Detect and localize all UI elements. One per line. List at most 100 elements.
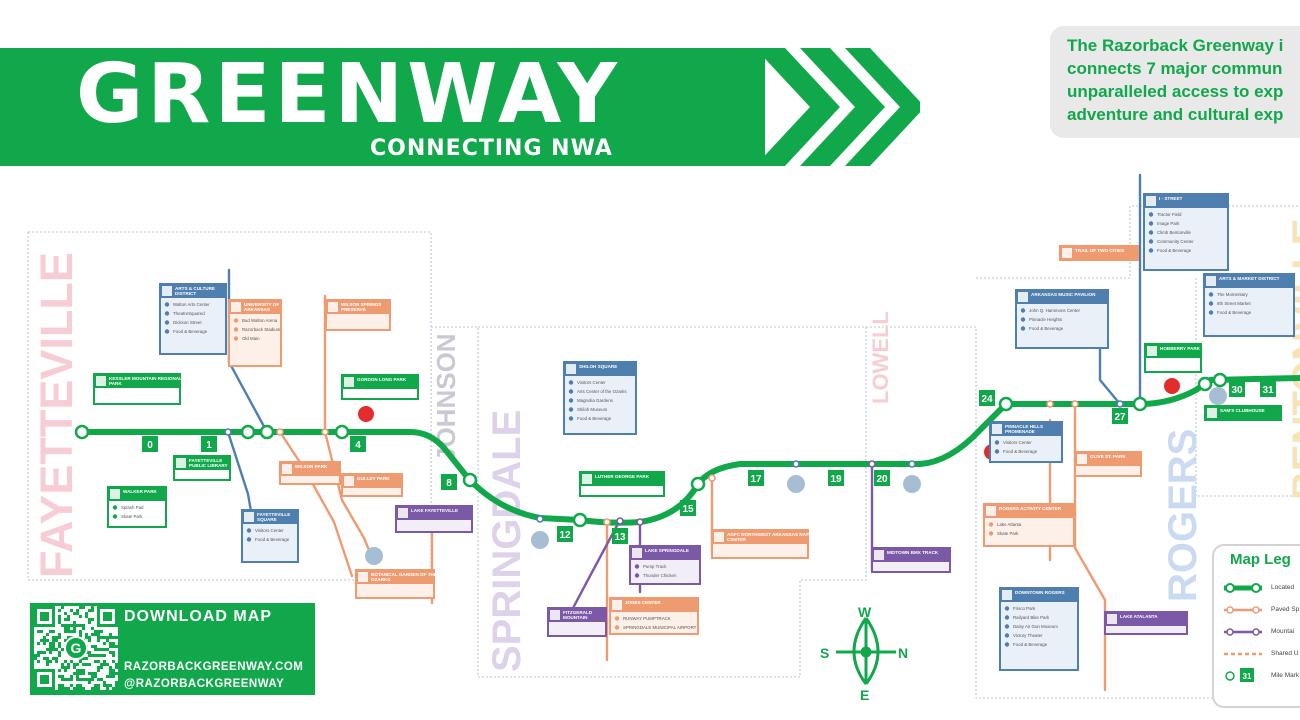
info-line: The Razorback Greenway i [1067,36,1284,55]
svg-text:Thunder Chicken: Thunder Chicken [643,573,677,578]
mile-marker: 24 [979,390,995,406]
svg-text:Food & Beverage: Food & Beverage [1217,310,1252,315]
mile-marker: 19 [828,470,844,486]
svg-text:LAKE SPRINGDALE: LAKE SPRINGDALE [645,548,689,553]
svg-text:12: 12 [559,530,571,541]
svg-text:TheatreSquared: TheatreSquared [173,311,205,316]
svg-text:Climb Bentonville: Climb Bentonville [1157,230,1191,235]
svg-text:8th Street Market: 8th Street Market [1217,301,1251,306]
svg-text:Dickson Street: Dickson Street [173,320,202,325]
compass [836,617,896,685]
svg-text:20: 20 [876,474,888,485]
svg-text:8: 8 [446,478,452,489]
svg-text:27: 27 [1114,412,1126,423]
mountain-bike-nodes [616,460,876,526]
town-springdale: SPRINGDALE [485,410,529,672]
svg-text:Walton Arts Center: Walton Arts Center [173,302,210,307]
mile-marker: 27 [1112,408,1128,424]
svg-text:Skate Park: Skate Park [121,514,143,519]
svg-text:Food & Beverage: Food & Beverage [1157,248,1192,253]
poi-card[interactable]: ARTS & MARKET DISTRICT The Momentary 8th S… [1203,273,1295,337]
poi-card[interactable]: LUTHER GEORGE PARK [579,471,665,497]
poi-card[interactable]: MIDTOWN BMX TRACK [871,547,951,573]
svg-text:Magnolia Gardens: Magnolia Gardens [577,398,614,403]
svg-text:The Momentary: The Momentary [1217,292,1249,297]
svg-text:Bud Walton Arena: Bud Walton Arena [242,318,278,323]
svg-text:Food & Beverage: Food & Beverage [255,537,290,542]
mile-marker: 1 [201,436,217,452]
svg-text:Railyard Bike Park: Railyard Bike Park [1013,615,1050,620]
download-map-title[interactable]: DOWNLOAD MAP [124,608,272,625]
svg-text:SPRINGDALE MUNICIPAL AIRPORT: SPRINGDALE MUNICIPAL AIRPORT [623,625,697,630]
svg-text:13: 13 [614,532,626,543]
qr-code[interactable]: G [34,606,118,690]
compass-s: S [820,645,829,661]
svg-text:1: 1 [206,440,212,451]
website-link[interactable]: RAZORBACKGREENWAY.COM [124,661,304,673]
page-title: GREENWAY [76,47,621,142]
social-handle[interactable]: @RAZORBACKGREENWAY [124,678,285,690]
svg-text:Daisy Air Gun Museum: Daisy Air Gun Museum [1013,624,1058,629]
svg-text:LAKE FAYETTEVILLE: LAKE FAYETTEVILLE [411,508,458,513]
svg-text:19: 19 [830,474,842,485]
legend-mile-marker: 31 [1243,672,1252,681]
svg-text:Lake Atlanta: Lake Atlanta [997,522,1022,527]
map-legend [1212,544,1300,708]
mile-marker: 0 [142,436,158,452]
legend-item: Located [1271,584,1295,591]
mile-marker: 12 [557,526,573,542]
svg-text:John Q. Hammons Center: John Q. Hammons Center [1029,308,1081,313]
poi-card[interactable]: HOBBERRY PARK [1144,343,1202,373]
svg-text:DOWNTOWN ROGERS: DOWNTOWN ROGERS [1015,590,1065,595]
svg-text:I - STREET: I - STREET [1159,196,1183,201]
svg-text:WILSON PARK: WILSON PARK [295,464,328,469]
poi-card[interactable]: TRAIL OF TWO CITIES [1059,245,1139,261]
poi-card[interactable]: WILSON PARK [279,461,341,485]
town-rogers: ROGERS [1161,429,1205,602]
mile-marker: 17 [748,470,764,486]
svg-text:15: 15 [682,504,694,515]
poi-card[interactable]: OLIVE ST. PARK [1074,451,1142,477]
svg-text:JONES CENTER: JONES CENTER [625,600,661,605]
town-labels: FAYETTEVILLE JOHNSON SPRINGDALE LOWELL R… [31,218,1300,672]
poi-card[interactable]: GULLEY PARK [341,473,403,497]
trail-nodes [74,372,1228,528]
svg-text:Arts Center of the Ozarks: Arts Center of the Ozarks [577,389,627,394]
poi-card[interactable]: GORDON LONG PARK [341,374,419,400]
svg-text:Frisco Park: Frisco Park [1013,606,1036,611]
poi-card[interactable]: SAM'S CLUBHOUSE [1204,405,1282,421]
svg-text:Food & Beverage: Food & Beverage [577,416,612,421]
svg-text:Victory Theater: Victory Theater [1013,633,1043,638]
svg-text:Splash Pad: Splash Pad [121,505,144,510]
svg-text:ARTS & MARKET DISTRICT: ARTS & MARKET DISTRICT [1219,276,1280,281]
shared-use-nodes [224,400,1124,523]
svg-text:SHILOH SQUARE: SHILOH SQUARE [579,364,617,369]
poi-card[interactable]: LAKE ATALANTA [1104,611,1188,635]
poi-card[interactable]: LAKE FAYETTEVILLE [395,505,473,533]
svg-text:Skate Park: Skate Park [997,531,1019,536]
svg-text:SAM'S CLUBHOUSE: SAM'S CLUBHOUSE [1220,408,1265,413]
